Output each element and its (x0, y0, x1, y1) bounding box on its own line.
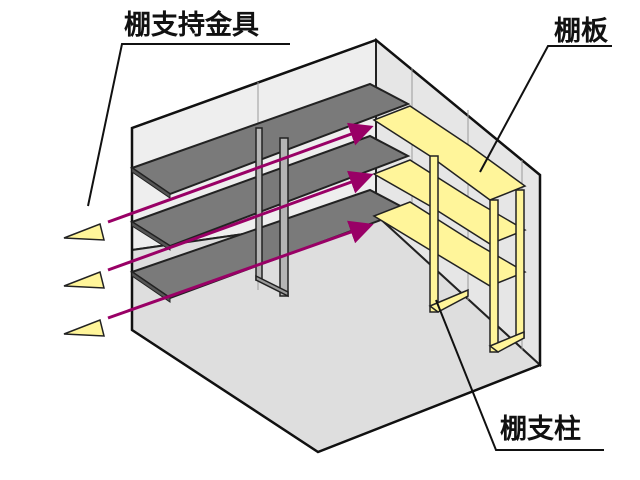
gray-shelves (129, 82, 411, 303)
gray-posts (255, 127, 289, 298)
shelf-bracket-icon (63, 270, 105, 289)
arrow-bottom (107, 220, 374, 320)
leader-post (435, 299, 604, 451)
yellow-shelves (372, 105, 527, 287)
arrow-top (107, 122, 374, 224)
leader-bracket (87, 43, 290, 207)
shelf-bracket-icon (63, 222, 105, 241)
leader-lines (87, 43, 612, 451)
label-shelf-post: 棚支柱 (500, 414, 581, 445)
arrow-middle (107, 170, 374, 272)
shelf-bracket-icon (63, 318, 105, 337)
shelf-bracket-icons (63, 222, 105, 337)
insertion-arrows (107, 122, 374, 320)
label-shelf-bracket: 棚支持金具 (124, 10, 259, 41)
label-shelf-board: 棚板 (554, 16, 608, 47)
leader-board (479, 45, 612, 173)
room-outline (130, 38, 542, 454)
